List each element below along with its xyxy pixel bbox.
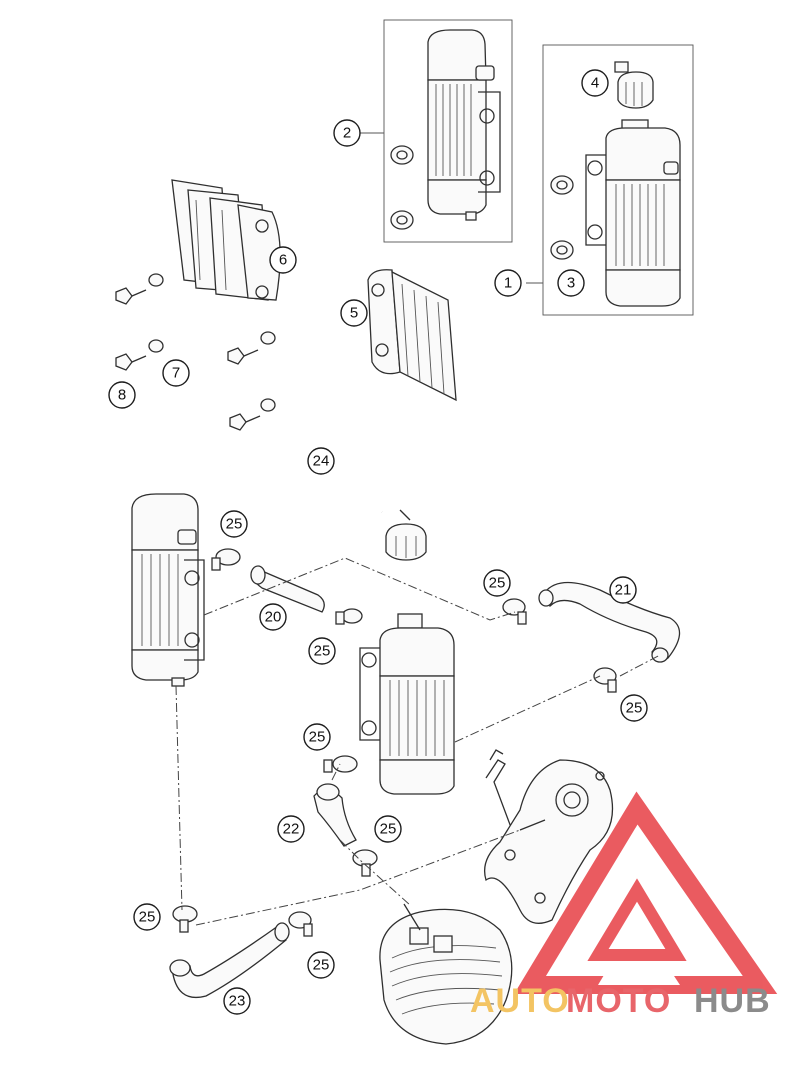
- svg-text:24: 24: [313, 453, 330, 470]
- grommet-pair-right: [550, 175, 574, 260]
- hose-clamp: [172, 905, 198, 933]
- hose-22-part: [313, 783, 357, 847]
- callout-23: 23: [223, 987, 251, 1015]
- svg-text:21: 21: [615, 582, 632, 599]
- hose-21-part: [538, 581, 681, 663]
- svg-text:25: 25: [139, 909, 156, 926]
- svg-text:25: 25: [313, 957, 330, 974]
- callout-25: 25: [308, 637, 336, 665]
- hose-23-part: [169, 922, 290, 998]
- callout-25: 25: [483, 569, 511, 597]
- svg-text:1: 1: [504, 275, 512, 292]
- hose-20-part: [250, 565, 325, 613]
- callout-25: 25: [220, 510, 248, 538]
- svg-text:8: 8: [118, 387, 126, 404]
- svg-text:25: 25: [314, 643, 331, 660]
- engine-cylinder-part: [379, 903, 513, 1045]
- radiator-left-part: [427, 29, 501, 221]
- svg-text:22: 22: [283, 821, 300, 838]
- svg-text:3: 3: [567, 275, 575, 292]
- watermark-word-auto: AUTO: [470, 982, 570, 1020]
- callout-3: 3: [557, 269, 585, 297]
- callout-5: 5: [340, 299, 368, 327]
- hose-clamp: [335, 608, 363, 625]
- callout-20: 20: [259, 603, 287, 631]
- screw-and-washer-set: [115, 273, 276, 431]
- svg-text:5: 5: [350, 305, 358, 322]
- callout-25: 25: [307, 951, 335, 979]
- radiator-left-assembled: [131, 493, 205, 687]
- hose-clamp: [211, 548, 241, 571]
- hose-clamp-set: [172, 548, 617, 937]
- svg-text:4: 4: [591, 75, 599, 92]
- callout-8: 8: [108, 381, 136, 409]
- radiator-right-part: [585, 119, 681, 307]
- svg-text:25: 25: [309, 729, 326, 746]
- radiator-center-assembled: [359, 613, 455, 795]
- radiator-cap-part: [614, 61, 654, 109]
- callout-1: 1: [494, 269, 522, 297]
- overflow-hose-part: [229, 463, 427, 561]
- watermark-word-moto: MOTO: [566, 982, 671, 1020]
- callout-22: 22: [277, 815, 305, 843]
- svg-text:25: 25: [380, 821, 397, 838]
- hose-clamp: [323, 755, 358, 773]
- hose-clamp: [502, 598, 527, 625]
- callout-25: 25: [620, 694, 648, 722]
- callout-25: 25: [374, 815, 402, 843]
- callout-6: 6: [269, 246, 297, 274]
- radiator-guard-right-part: [367, 269, 457, 402]
- svg-text:20: 20: [265, 609, 282, 626]
- svg-text:25: 25: [626, 700, 643, 717]
- hose-clamp: [593, 667, 617, 693]
- watermark-word-hub: HUB: [694, 982, 771, 1020]
- assembly-centre-lines: [175, 557, 661, 926]
- svg-text:2: 2: [343, 125, 351, 142]
- callout-25: 25: [303, 723, 331, 751]
- watermark-wordmark: AUTO MOTO HUB: [470, 982, 771, 1020]
- svg-text:25: 25: [226, 516, 243, 533]
- radiator-right-kit-box: [526, 44, 694, 316]
- svg-text:6: 6: [279, 252, 287, 269]
- hose-clamp: [352, 849, 378, 877]
- water-pump-cover-part: [483, 749, 614, 924]
- callout-2: 2: [333, 119, 361, 147]
- svg-text:23: 23: [229, 993, 246, 1010]
- callout-21: 21: [609, 576, 637, 604]
- callout-4: 4: [581, 69, 609, 97]
- callout-24: 24: [307, 447, 335, 475]
- callout-7: 7: [162, 359, 190, 387]
- svg-text:7: 7: [172, 365, 180, 382]
- radiator-guard-left-part: [171, 179, 281, 301]
- hose-clamp: [288, 911, 313, 937]
- grommet-pair-left: [390, 145, 414, 230]
- radiator-left-kit-box: [360, 19, 513, 243]
- svg-text:25: 25: [489, 575, 506, 592]
- watermark-logo: [514, 791, 778, 994]
- callout-25: 25: [133, 903, 161, 931]
